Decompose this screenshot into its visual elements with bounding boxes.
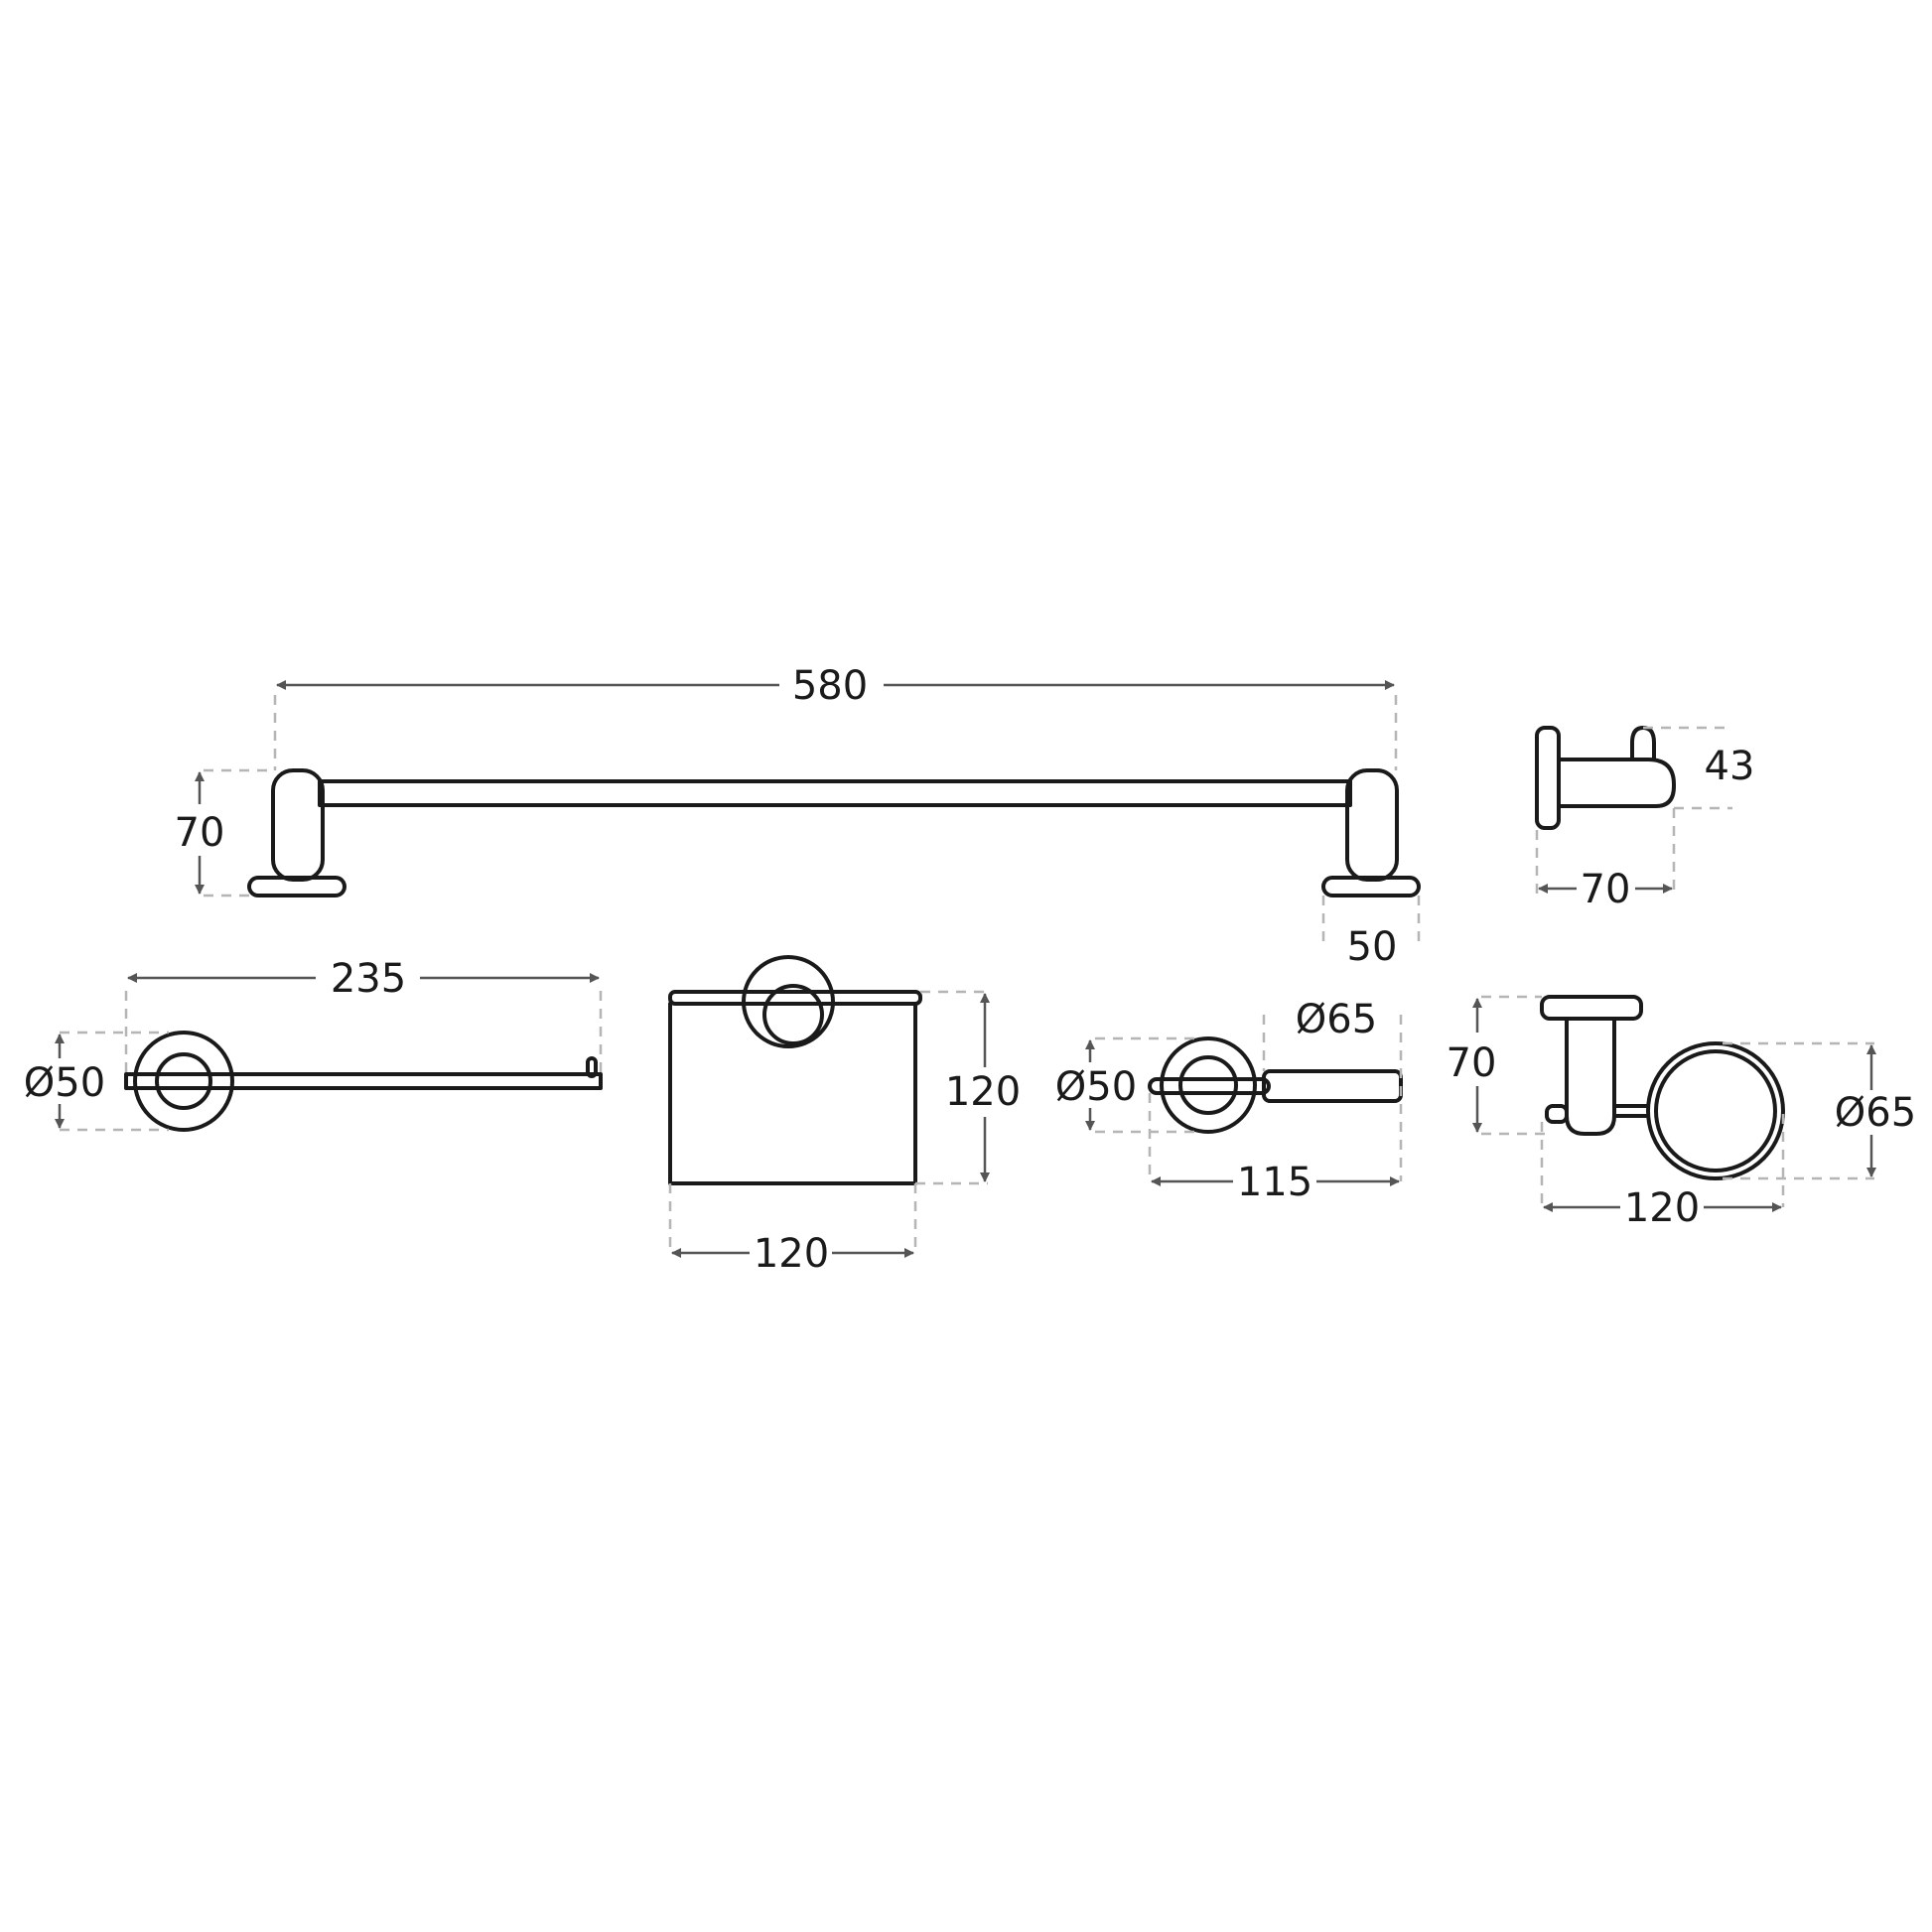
towel-bar-length-label: 580 [792,663,868,709]
robe-hook-drawing [1535,726,1676,830]
soap-dish-extension-lines [1481,995,1874,1207]
toilet-roll-holder-diameter-dimension: Ø50 [24,1034,105,1129]
covered-roll-holder: 120 120 [668,955,1021,1277]
soap-dish-diameter-dimension: Ø65 [1835,1044,1916,1177]
covered-roll-holder-extension-lines [668,990,988,1253]
covered-roll-holder-drawing [668,955,922,1185]
toilet-roll-holder-extension-lines [60,991,603,1132]
covered-roll-holder-height-dimension: 120 [945,993,1021,1182]
toilet-roll-holder: 235 Ø50 [24,956,603,1132]
soap-dish-height-label: 70 [1447,1040,1497,1086]
towel-bar-base-width-label: 50 [1347,924,1398,970]
towel-ring-hook-base-diameter-label: Ø50 [1055,1064,1137,1110]
robe-hook-width-label: 70 [1581,867,1631,912]
towel-bar-length-dimension: 580 [276,663,1395,709]
covered-roll-holder-height-label: 120 [945,1069,1021,1115]
towel-ring-hook-length-dimension: 115 [1151,1160,1400,1205]
covered-roll-holder-width-dimension: 120 [671,1231,914,1277]
towel-bar-extension-lines [204,695,1421,941]
soap-dish-width-label: 120 [1624,1185,1700,1231]
covered-roll-holder-width-label: 120 [754,1231,829,1277]
toilet-roll-holder-diameter-label: Ø50 [24,1060,105,1106]
towel-bar-height-dimension: 70 [175,771,225,895]
soap-dish-drawing [1540,995,1785,1180]
soap-dish-diameter-label: Ø65 [1835,1090,1916,1136]
toilet-roll-holder-length-label: 235 [331,956,406,1002]
towel-bar-drawing [247,768,1421,897]
robe-hook: 43 70 [1535,726,1755,912]
robe-hook-extension-lines [1535,726,1732,896]
toilet-roll-holder-drawing [124,1031,603,1132]
towel-ring-hook-length-label: 115 [1237,1160,1312,1205]
towel-bar: 580 70 50 [175,663,1421,970]
robe-hook-depth-label: 43 [1705,744,1755,789]
toilet-roll-holder-length-dimension: 235 [127,956,600,1002]
towel-bar-height-label: 70 [175,810,225,856]
soap-dish-width-dimension: 120 [1543,1185,1782,1231]
soap-dish: 70 Ø65 120 [1447,995,1916,1231]
robe-hook-width-dimension: 70 [1538,867,1673,912]
towel-ring-hook-head-diameter-label: Ø65 [1296,997,1377,1042]
towel-ring-hook-extension-lines [1095,1015,1403,1181]
towel-ring-hook: Ø65 Ø50 115 [1055,997,1403,1205]
towel-ring-hook-drawing [1148,1036,1403,1134]
soap-dish-height-dimension: 70 [1447,998,1497,1133]
towel-ring-hook-base-diameter-dimension: Ø50 [1055,1039,1137,1131]
